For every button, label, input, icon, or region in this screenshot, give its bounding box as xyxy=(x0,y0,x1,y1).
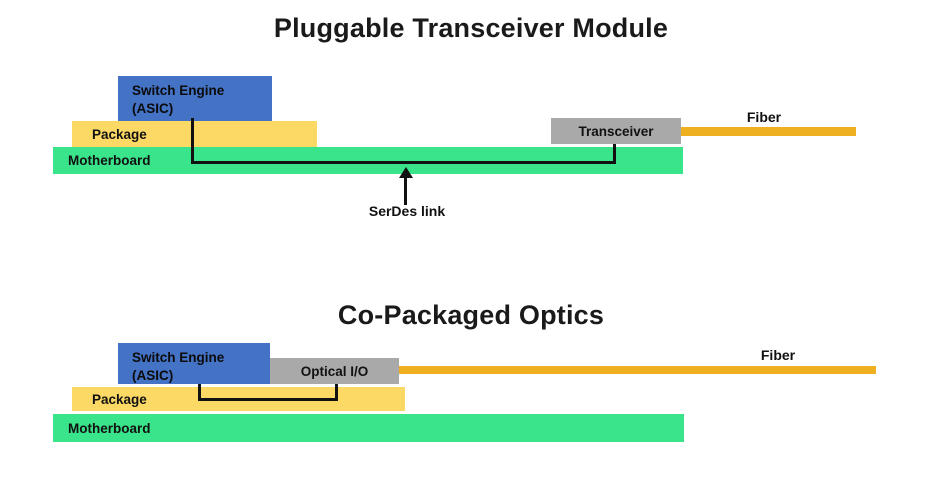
package-label-top: Package xyxy=(92,126,147,142)
cpo-wire-left-segment xyxy=(198,384,201,401)
optical-io-label: Optical I/O xyxy=(300,363,369,379)
serdes-wire-horizontal-segment xyxy=(191,161,616,164)
switch-engine-label-top-line1: Switch Engine xyxy=(132,83,225,98)
serdes-wire-right-segment xyxy=(613,144,616,164)
fiber-label-bottom: Fiber xyxy=(760,347,796,363)
transceiver-box: Transceiver xyxy=(551,118,681,144)
co-packaged-optics-title: Co-Packaged Optics xyxy=(337,300,605,330)
package-label-bottom: Package xyxy=(92,391,147,407)
motherboard-bar-top: Motherboard xyxy=(53,147,683,174)
serdes-pointer-line xyxy=(404,176,407,205)
serdes-link-label: SerDes link xyxy=(368,203,446,219)
cpo-wire-right-segment xyxy=(335,384,338,401)
switch-engine-box-top: Switch Engine (ASIC) xyxy=(118,76,272,121)
cpo-wire-horizontal-segment xyxy=(198,398,338,401)
switch-engine-box-bottom: Switch Engine (ASIC) xyxy=(118,343,270,384)
switch-engine-label-top-line2: (ASIC) xyxy=(132,101,174,117)
fiber-label-top: Fiber xyxy=(746,109,782,125)
package-bar-top: Package xyxy=(72,121,317,147)
motherboard-bar-bottom: Motherboard xyxy=(53,414,684,442)
switch-engine-label-bottom-line1: Switch Engine xyxy=(132,350,225,365)
pluggable-transceiver-title: Pluggable Transceiver Module xyxy=(273,13,669,43)
optical-io-box: Optical I/O xyxy=(270,358,399,384)
transceiver-label: Transceiver xyxy=(578,123,654,139)
motherboard-label-top: Motherboard xyxy=(68,153,151,168)
fiber-bar-bottom xyxy=(399,366,876,374)
up-arrow-icon xyxy=(399,167,413,178)
switch-engine-label-bottom-line2: (ASIC) xyxy=(132,368,174,384)
motherboard-label-bottom: Motherboard xyxy=(68,420,151,436)
fiber-bar-top xyxy=(681,127,856,136)
serdes-wire-left-segment xyxy=(191,118,194,164)
